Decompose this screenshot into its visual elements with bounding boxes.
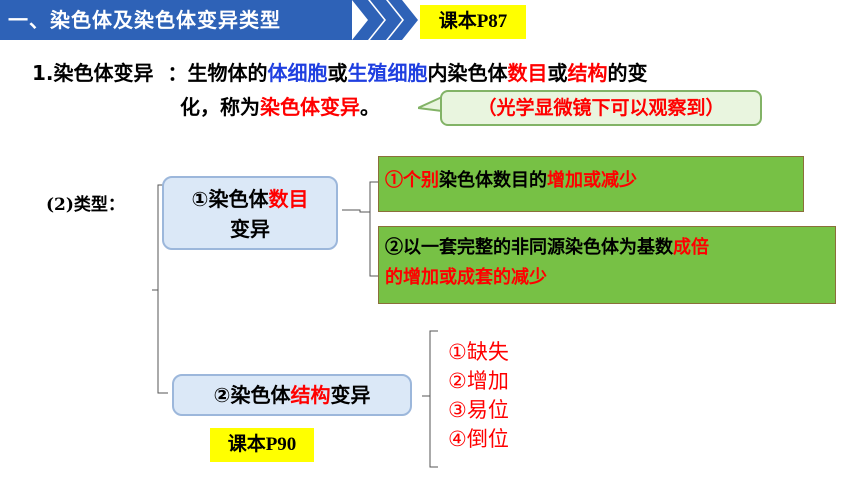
section-header: 一、染色体及染色体变异类型 [0,0,352,40]
textbook-page-tag-top: 课本P87 [420,5,526,39]
set-number-change-box: ②以一套完整的非同源染色体为基数成倍的增加或成套的减少 [378,226,836,304]
structure-variation-box: ②染色体结构变异 [172,374,412,416]
individual-number-change-box: ①个别染色体数目的增加或减少 [378,156,804,212]
definition-line-2: 化，称为染色体变异。 [180,95,380,119]
somatic-cell-text: 体细胞 [267,61,328,85]
list-item: ③易位 [448,398,509,422]
number-text: 数目 [507,61,548,85]
types-label: (2)类型： [46,195,125,215]
definition-line-1: 1.染色体变异：生物体的体细胞或生殖细胞内染色体数目或结构的变 [32,61,648,85]
definition-term: 1.染色体变异 [32,61,154,85]
chevron-arrows-icon [352,0,418,40]
chromosome-variation-term: 染色体变异 [260,95,360,119]
structure-text: 结构 [567,61,608,85]
structure-variation-list: ①缺失 ②增加 ③易位 ④倒位 [448,338,509,454]
microscope-callout: （光学显微镜下可以观察到） [440,90,762,126]
number-variation-box: ①染色体数目 变异 [162,176,338,250]
textbook-page-tag-bottom: 课本P90 [210,428,314,462]
list-item: ②增加 [448,369,509,393]
germ-cell-text: 生殖细胞 [347,61,428,85]
list-item: ④倒位 [448,427,509,451]
list-item: ①缺失 [448,340,509,364]
